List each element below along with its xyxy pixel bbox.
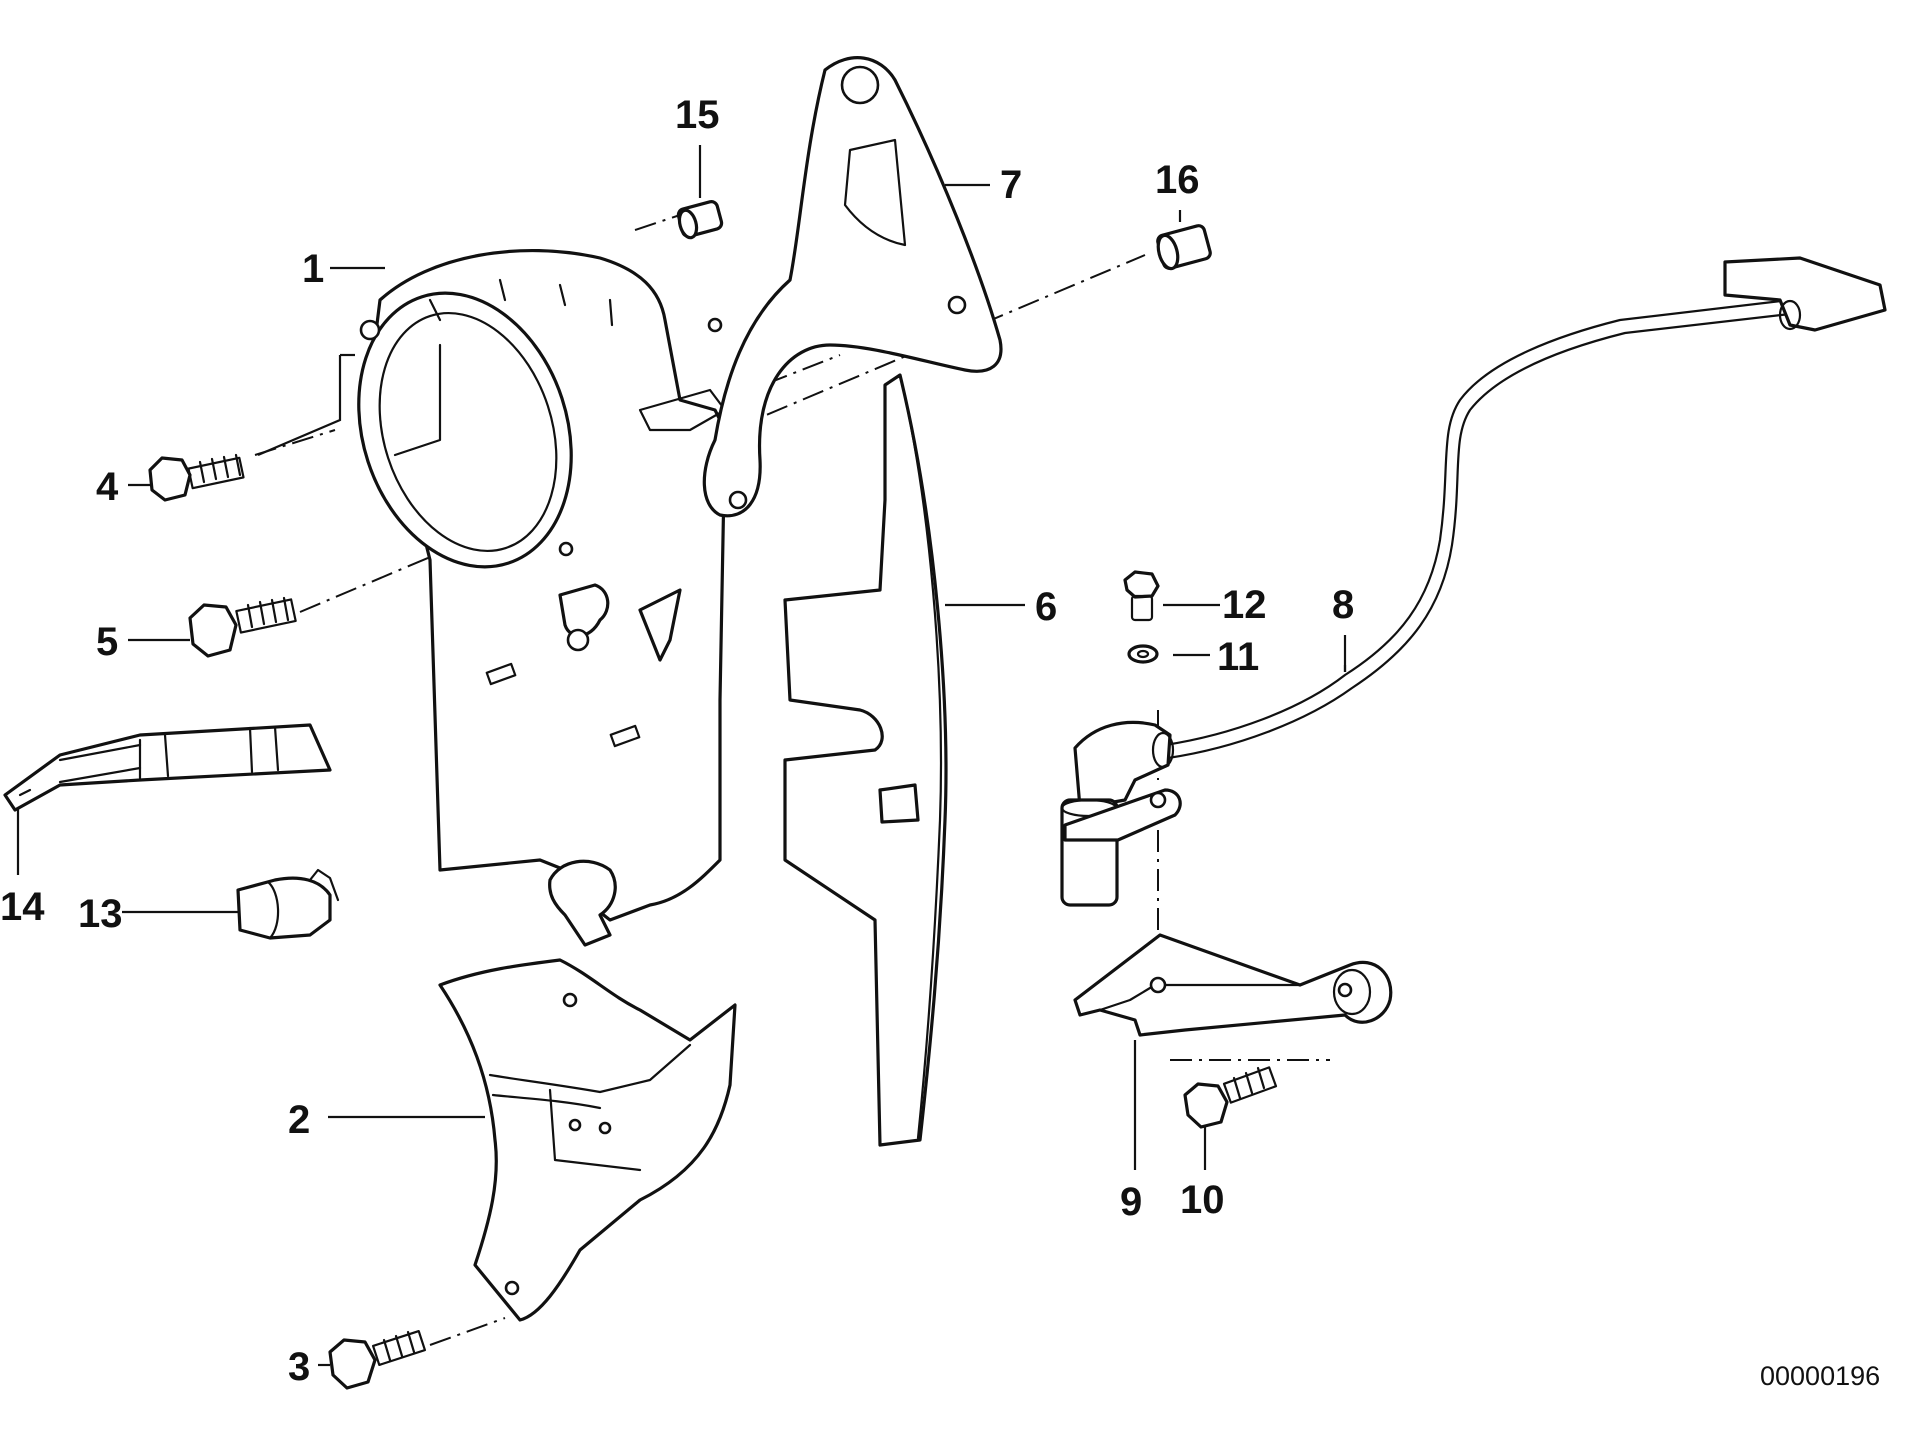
part-15-sleeve [676, 200, 724, 240]
part-10-bolt [1183, 1066, 1278, 1129]
callout-11: 11 [1217, 635, 1259, 679]
diagram-reference-code: 00000196 [1760, 1361, 1880, 1391]
callout-12: 12 [1222, 583, 1267, 627]
part-1-housing [357, 249, 756, 947]
leader-lines [16, 145, 1347, 1367]
part-16-sleeve [1156, 224, 1212, 271]
callout-2: 2 [288, 1098, 310, 1142]
callout-8: 8 [1332, 583, 1354, 627]
part-6-gasket [783, 373, 948, 1147]
callout-1: 1 [302, 247, 324, 291]
part-8-sensor [1060, 256, 1887, 907]
part-3-bolt [328, 1329, 427, 1390]
part-14-strap [3, 723, 332, 812]
part-7-bracket [702, 56, 1003, 518]
callout-6: 6 [1035, 585, 1057, 629]
callout-14: 14 [0, 885, 45, 929]
part-5-bolt [188, 596, 297, 658]
part-11-washer [1127, 644, 1159, 664]
callout-4: 4 [96, 465, 119, 509]
part-4-bolt [148, 453, 245, 502]
part-12-screw [1123, 570, 1160, 622]
callout-13: 13 [78, 892, 123, 936]
callout-3: 3 [288, 1345, 310, 1389]
callout-7: 7 [1000, 163, 1022, 207]
callout-16: 16 [1155, 158, 1200, 202]
callout-labels: 1 2 3 4 5 6 7 8 9 10 11 12 13 14 15 16 0… [0, 93, 1880, 1391]
part-2-lower-cover [438, 958, 737, 1322]
callout-15: 15 [675, 93, 720, 137]
part-9-bracket [1073, 933, 1393, 1037]
callout-10: 10 [1180, 1178, 1225, 1222]
part-13-clip [236, 868, 340, 940]
callout-9: 9 [1120, 1180, 1142, 1224]
callout-5: 5 [96, 620, 118, 664]
